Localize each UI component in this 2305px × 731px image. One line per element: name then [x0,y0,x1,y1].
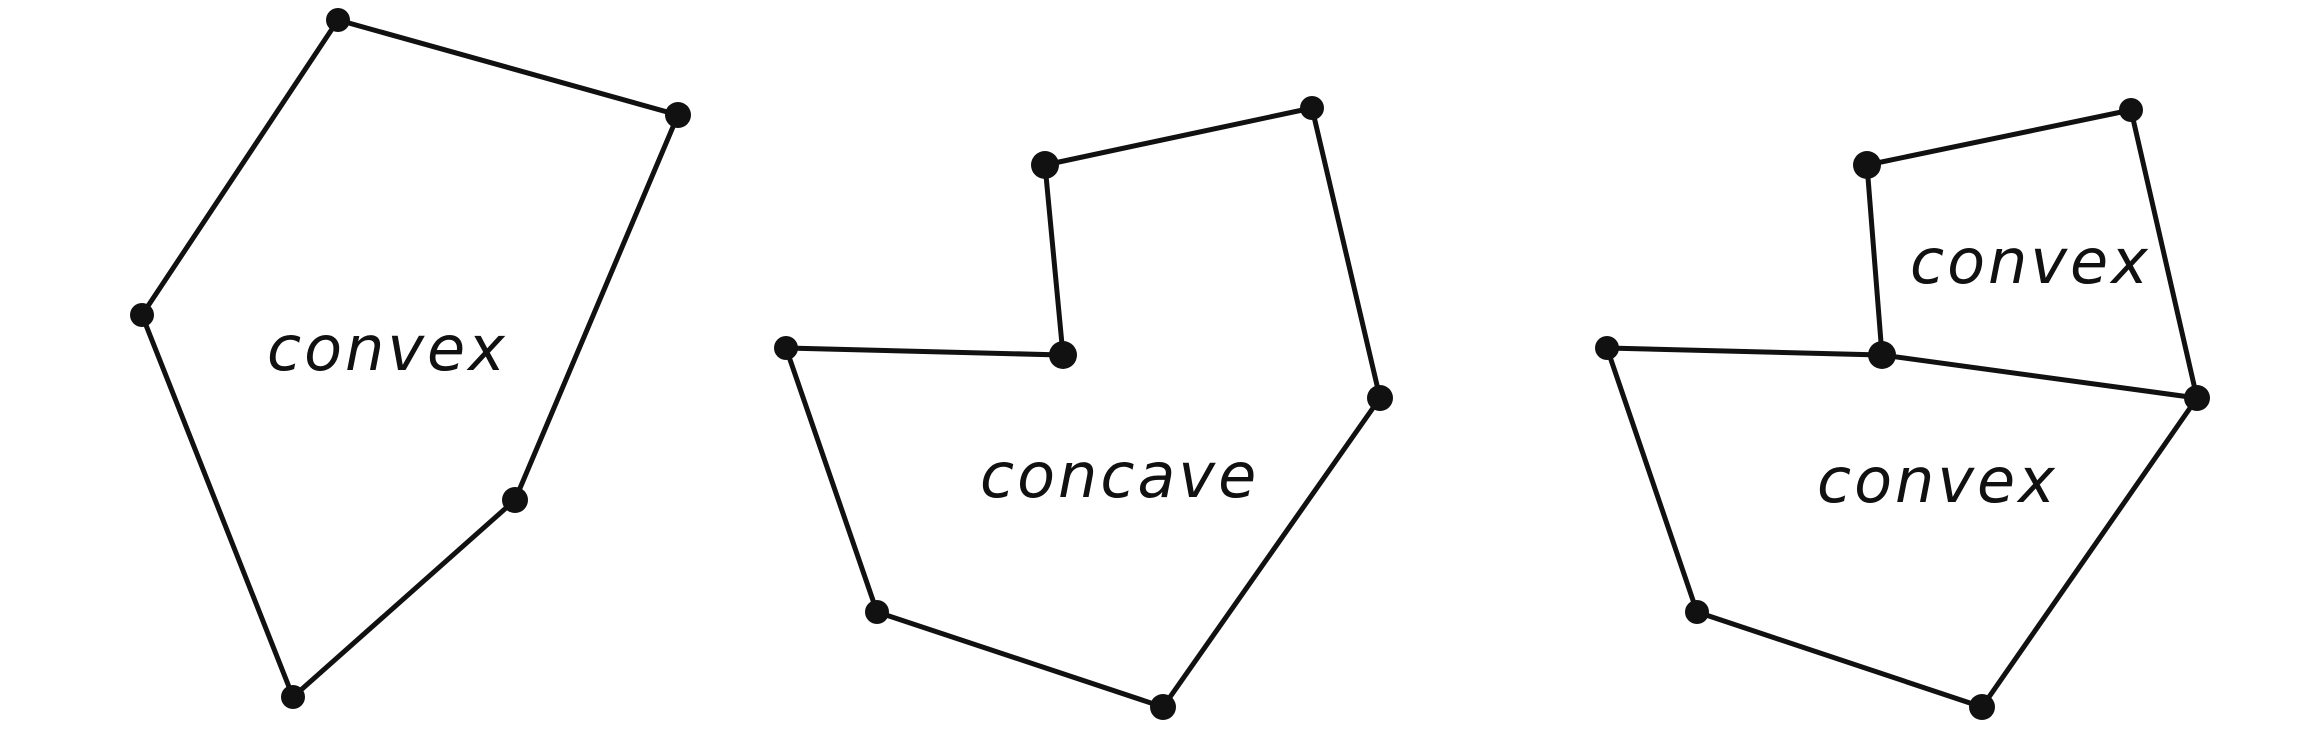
figure-convex-pentagon: convex [130,8,691,709]
vertex-dot [326,8,350,32]
vertex-dot [1150,694,1176,720]
vertex-dot [502,487,528,513]
vertex-dot [1300,96,1324,120]
vertex-dot [1595,336,1619,360]
vertex-dot [1853,151,1881,179]
vertex-dot [665,102,691,128]
vertex-dot [2119,98,2143,122]
vertex-dot [1969,694,1995,720]
vertex-dot [1868,341,1896,369]
vertex-dot [281,685,305,709]
polygon-outline [139,17,682,702]
vertex-dot [2184,385,2210,411]
figure-split-polygon: convex convex [1595,98,2210,720]
polygon-label-lower: convex [1817,444,2058,517]
figure-concave-polygon: concave [774,96,1393,720]
polygon-outline [782,105,1383,710]
diagonal-split-line [1879,352,2200,401]
vertex-dot [1031,151,1059,179]
vertex-dot [1049,341,1077,369]
vertex-dot [130,303,154,327]
vertex-dot [865,600,889,624]
polygon-label: convex [267,312,508,385]
vertex-dot [774,336,798,360]
polygon-label: concave [980,439,1259,512]
vertex-dot [1685,600,1709,624]
polygon-label-upper: convex [1910,225,2151,298]
vertex-dot [1367,385,1393,411]
polygon-outline [1603,107,2200,710]
